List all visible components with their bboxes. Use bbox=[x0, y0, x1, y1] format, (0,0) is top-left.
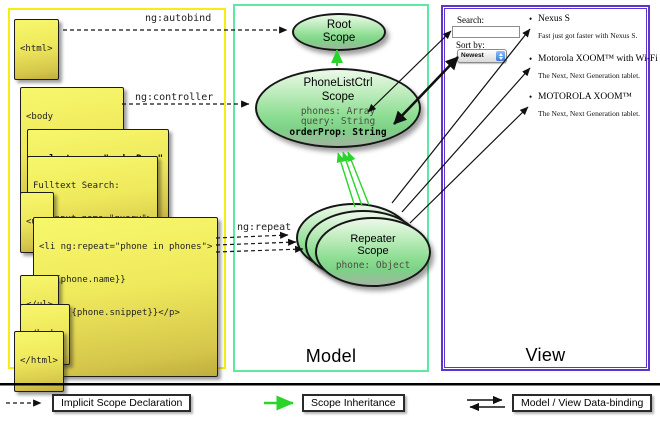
root-scope-title-line2: Scope bbox=[322, 32, 356, 44]
code-box-html-open: <html> bbox=[14, 19, 59, 80]
legend-scope-inheritance: Scope Inheritance bbox=[302, 394, 405, 412]
repeater-prop-phone: phone: Object bbox=[335, 259, 411, 271]
phone-list-item: Motorola XOOM™ with Wi-Fi The Next, Next… bbox=[529, 54, 658, 80]
phonelistctrl-scope-title-line1: PhoneListCtrl bbox=[303, 77, 373, 90]
phonelistctrl-prop-orderprop: orderProp: String bbox=[289, 127, 387, 139]
stepper-up-arrow-icon bbox=[498, 52, 503, 56]
legend-separator-line bbox=[0, 383, 660, 386]
phone-snippet: The Next, Next Generation tablet. bbox=[538, 71, 641, 80]
legend-model-view-data-binding: Model / View Data-binding bbox=[512, 394, 653, 412]
phone-snippet: The Next, Next Generation tablet. bbox=[538, 109, 641, 118]
model-panel-title: Model bbox=[305, 346, 357, 366]
ng-controller-label: ng:controller bbox=[135, 92, 214, 103]
phonelistctrl-prop-phones: phones: Array bbox=[300, 105, 376, 117]
ng-repeat-label: ng:repeat bbox=[237, 222, 292, 233]
dropdown-stepper-icon bbox=[496, 51, 505, 61]
root-scope-title-line1: Root bbox=[326, 18, 352, 31]
repeater-scope-title-line2: Scope bbox=[357, 245, 389, 258]
code-box-html-close: </html> bbox=[14, 331, 64, 392]
root-scope-ellipse: Root Scope bbox=[292, 13, 386, 51]
model-panel: Model bbox=[233, 4, 429, 372]
view-panel-title: View bbox=[525, 345, 566, 365]
phone-name: Motorola XOOM™ with Wi-Fi bbox=[529, 54, 658, 64]
ng-autobind-label: ng:autobind bbox=[145, 13, 212, 24]
repeater-scope-ellipse-front: Repeater Scope phone: Object bbox=[315, 217, 431, 287]
sort-dropdown-value: Newest bbox=[461, 51, 484, 59]
phonelistctrl-scope-ellipse: PhoneListCtrl Scope phones: Array query:… bbox=[255, 68, 421, 148]
phone-snippet: Fast just got faster with Nexus S. bbox=[538, 31, 638, 40]
phonelistctrl-scope-title-line2: Scope bbox=[321, 90, 355, 103]
stepper-down-arrow-icon bbox=[498, 56, 503, 60]
phone-name: Nexus S bbox=[529, 14, 637, 24]
phone-list-item: Nexus S Fast just got faster with Nexus … bbox=[529, 14, 638, 40]
phone-list-item: MOTOROLA XOOM™ The Next, Next Generation… bbox=[529, 92, 641, 118]
search-label: Search: bbox=[457, 15, 484, 25]
legend-implicit-scope-declaration: Implicit Scope Declaration bbox=[52, 394, 192, 412]
repeater-scope-title-line1: Repeater bbox=[350, 232, 396, 245]
phonelistctrl-prop-query: query: String bbox=[300, 116, 376, 128]
search-input[interactable] bbox=[452, 26, 520, 38]
sort-dropdown[interactable]: Newest bbox=[457, 49, 507, 63]
phone-name: MOTOROLA XOOM™ bbox=[529, 92, 640, 102]
